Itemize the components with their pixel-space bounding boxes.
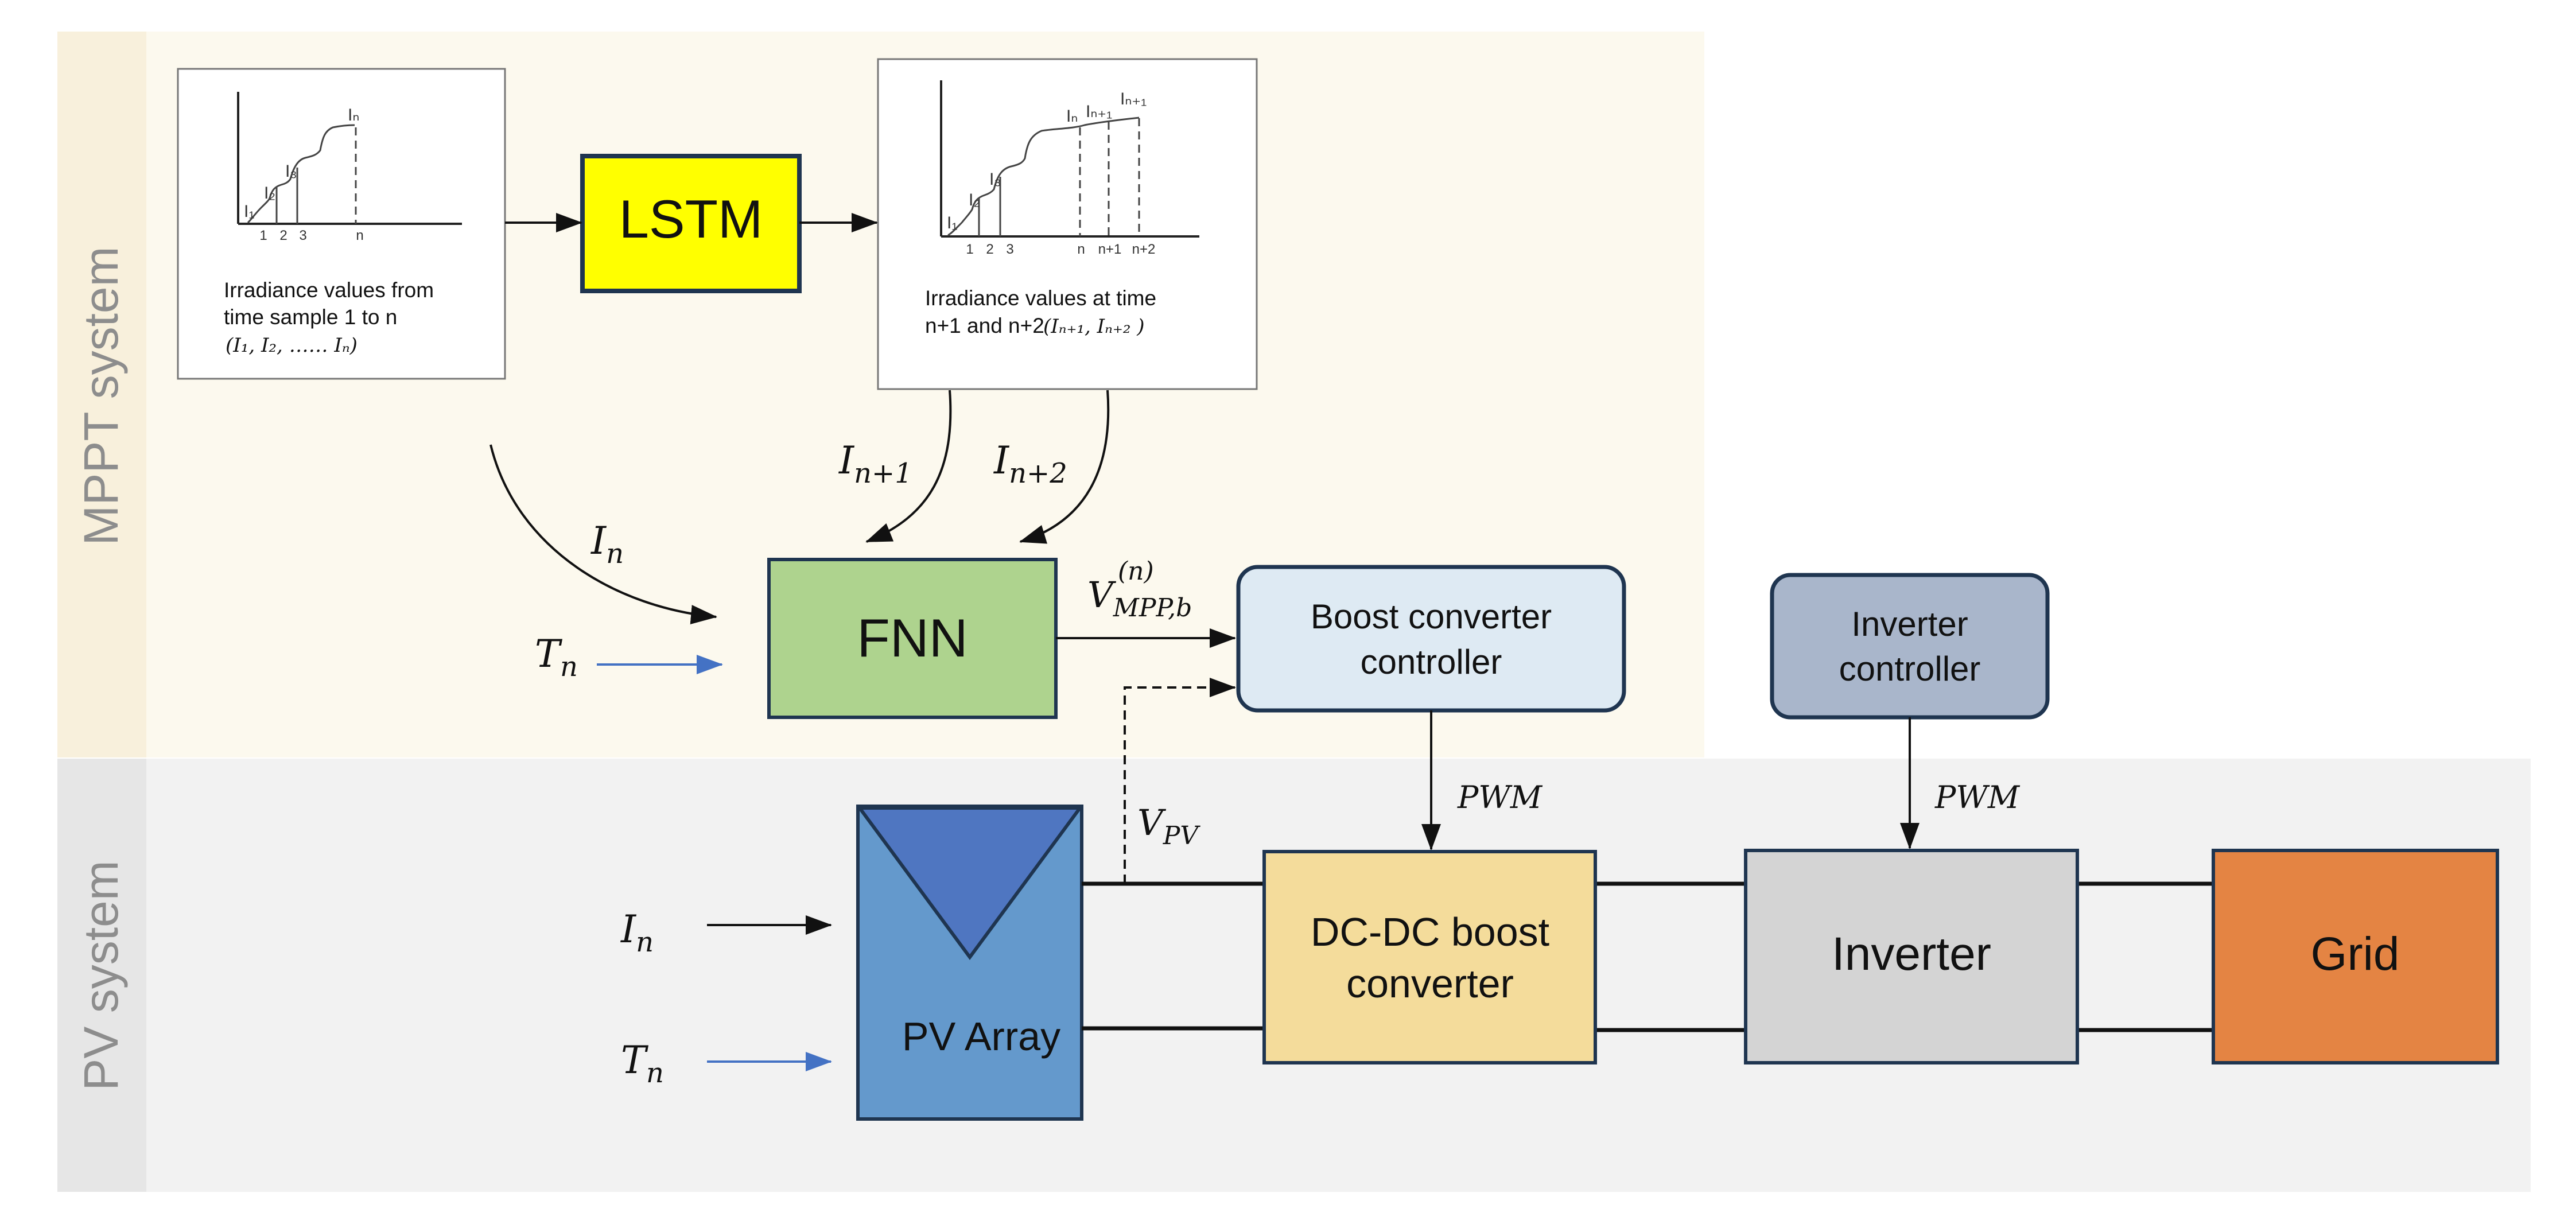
arrow-in-current: [489, 444, 717, 624]
plot-left-caption-math: (I₁, I₂, …… Iₙ): [226, 334, 358, 357]
signal-i-n-bottom: In: [620, 907, 654, 958]
plot-left-curve-label-2: I₂: [264, 184, 275, 203]
plot-right-tick-label-1: 1: [966, 242, 973, 257]
signal-t-n-bottom: Tn: [621, 1038, 664, 1089]
plot-right-caption-math: (Iₙ₊₁, Iₙ₊₂ ): [1043, 315, 1145, 338]
pv-array-label: PV Array: [902, 1014, 1060, 1059]
lstm-block: LSTM: [580, 154, 802, 293]
plot-left-caption-line2: time sample 1 to n: [224, 305, 397, 329]
plot-left: I₁ I₂ I₃ Iₙ 1 2 3 n Irradiance values fr…: [177, 68, 506, 380]
plot-left-curve-label-3: I₃: [285, 162, 297, 181]
plot-right-curve-label-2: I₂: [969, 191, 980, 209]
plot-right-curve-label-3: I₃: [989, 170, 1001, 189]
fnn-label: FNN: [857, 608, 968, 668]
signal-i-n1: In+1: [838, 438, 912, 489]
signal-v-pv: VPV: [1137, 802, 1200, 850]
inverter-label: Inverter: [1832, 928, 1991, 980]
plot-right: I₁ I₂ I₃ Iₙ Iₙ₊₁ Iₙ₊₁ 1 2 3 n n+1 n+2 Ir…: [877, 58, 1258, 390]
plot-right-caption-line1: Irradiance values at time: [925, 286, 1156, 310]
arrow-in-plus2: [1019, 390, 1110, 544]
pv-triangle: [856, 806, 1083, 961]
grid-label: Grid: [2311, 928, 2400, 980]
plot-right-curve: [947, 116, 1140, 236]
inverter-controller-label-line1: Inverter: [1851, 605, 1968, 643]
dcdc-label-line1: DC-DC boost: [1311, 910, 1549, 954]
boost-controller-label-line1: Boost converter: [1311, 597, 1552, 636]
plot-right-tick-label-2: 2: [986, 242, 993, 257]
dcdc-label-line2: converter: [1346, 961, 1514, 1006]
plot-right-curve-label-n1: Iₙ₊₁: [1086, 102, 1112, 121]
boost-controller-label-line2: controller: [1361, 643, 1502, 681]
plot-right-curve-label-n: Iₙ: [1066, 107, 1078, 126]
plot-right-caption-line2: n+1 and n+2: [925, 314, 1044, 337]
plot-right-tick-label-n2: n+2: [1132, 242, 1156, 257]
plot-right-tick-label-n: n: [1077, 242, 1085, 257]
plot-left-curve: [247, 124, 355, 224]
signal-i-n-top: In: [590, 519, 624, 570]
grid-block: Grid: [2212, 849, 2499, 1064]
pv-array-block: PV Array: [856, 805, 1083, 1121]
plot-left-tick-label-1: 1: [259, 228, 267, 243]
inverter-block: Inverter: [1744, 849, 2079, 1064]
dcdc-block: DC-DC boost converter: [1262, 850, 1597, 1064]
mppt-label-strip: [57, 32, 146, 757]
boost-controller-block: Boost converter controller: [1236, 565, 1626, 713]
fnn-block: FNN: [767, 558, 1058, 719]
lstm-label: LSTM: [619, 189, 763, 249]
inverter-controller-label-line2: controller: [1839, 650, 1981, 688]
vpv-feedback-line: [1124, 678, 1236, 884]
plot-left-tick-label-2: 2: [279, 228, 287, 243]
signal-t-n-top: Tn: [535, 632, 578, 683]
plot-right-tick-label-n1: n+1: [1098, 242, 1122, 257]
plot-right-curve-label-1: I₁: [947, 213, 957, 232]
signal-pwm-boost: PWM: [1457, 779, 1543, 815]
plot-left-curve-label-n: Iₙ: [348, 106, 359, 125]
signal-pwm-inverter: PWM: [1934, 779, 2021, 815]
signal-i-n2: In+2: [993, 438, 1067, 489]
pv-section-label: PV system: [74, 860, 128, 1090]
pv-label-strip: [57, 759, 146, 1192]
arrow-in-plus1: [865, 390, 952, 543]
plot-right-curve-label-n2: Iₙ₊₁: [1120, 90, 1147, 108]
signal-v-mpp-sup: (n): [1118, 557, 1154, 586]
signal-v-mpp: VMPP,b: [1087, 574, 1192, 623]
plot-left-tick-label-3: 3: [299, 228, 306, 243]
inverter-controller-block: Inverter controller: [1770, 573, 2050, 720]
plot-left-caption-line1: Irradiance values from: [224, 278, 434, 302]
mppt-section-label: MPPT system: [74, 246, 128, 545]
plot-right-tick-label-3: 3: [1006, 242, 1013, 257]
plot-left-curve-label-1: I₁: [244, 202, 254, 221]
plot-left-tick-label-n: n: [356, 228, 363, 243]
